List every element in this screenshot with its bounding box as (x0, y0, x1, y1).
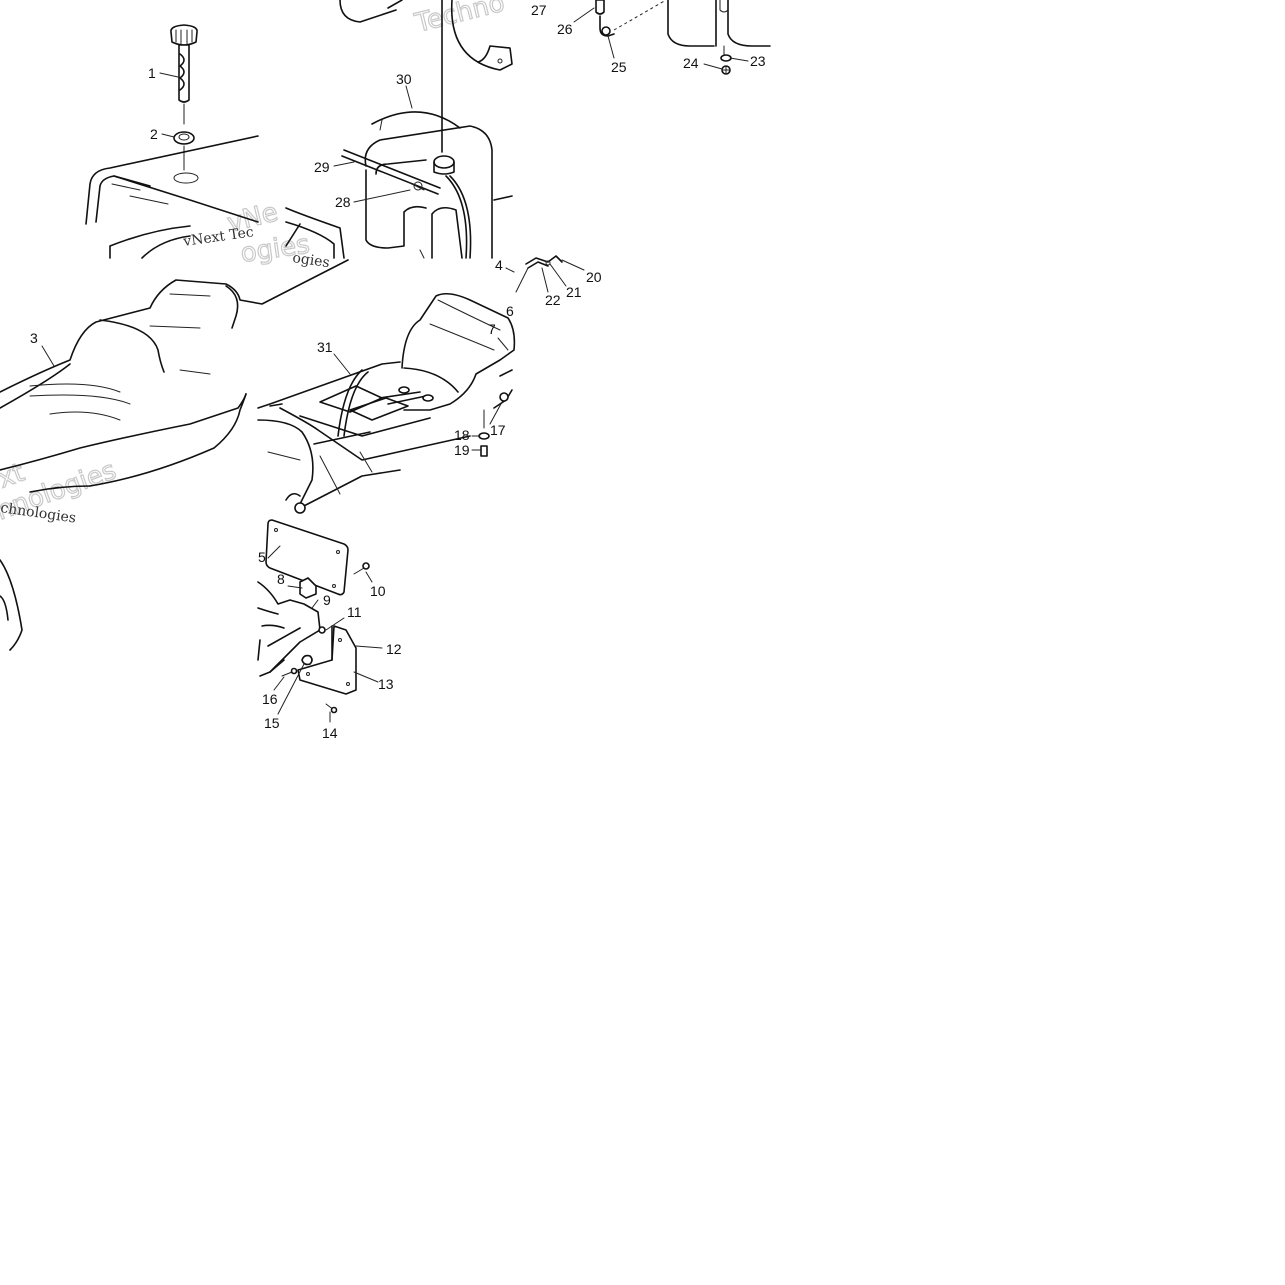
callout-7: 7 (488, 321, 496, 337)
callout-28: 28 (335, 194, 351, 210)
mount-assembly (257, 519, 370, 714)
fuel-fitting-assembly (595, 0, 771, 75)
callout-31: 31 (317, 339, 333, 355)
bracket-assembly (515, 255, 563, 293)
callout-2: 2 (150, 126, 158, 142)
callout-9: 9 (323, 592, 331, 608)
callout-6: 6 (506, 303, 514, 319)
chassis-assembly (257, 292, 516, 514)
callout-16: 16 (262, 691, 278, 707)
oil-tank-assembly (339, 0, 513, 259)
callout-20: 20 (586, 269, 602, 285)
callout-22: 22 (545, 292, 561, 308)
callout-labels: 1 2 3 4 5 6 7 8 9 10 11 12 13 14 15 16 1… (30, 2, 766, 741)
callout-19: 19 (454, 442, 470, 458)
watermarks: Techno vNe vNext Tec ogies ogies xt hnol… (0, 0, 508, 527)
callout-23: 23 (750, 53, 766, 69)
callout-26: 26 (557, 21, 573, 37)
callout-3: 3 (30, 330, 38, 346)
watermark-text: ogies (291, 250, 330, 271)
seat-assembly (0, 259, 349, 651)
callout-5: 5 (258, 549, 266, 565)
callout-18: 18 (454, 427, 470, 443)
callout-25: 25 (611, 59, 627, 75)
callout-13: 13 (378, 676, 394, 692)
callout-30: 30 (396, 71, 412, 87)
leader-lines (41, 7, 749, 723)
callout-11: 11 (347, 604, 362, 620)
callout-8: 8 (277, 571, 285, 587)
callout-24: 24 (683, 55, 699, 71)
callout-29: 29 (314, 159, 330, 175)
callout-4: 4 (495, 257, 503, 273)
callout-10: 10 (370, 583, 386, 599)
callout-14: 14 (322, 725, 338, 741)
callout-27: 27 (531, 2, 547, 18)
callout-15: 15 (264, 715, 280, 731)
fuel-cap-assembly (85, 24, 345, 259)
watermark-text: Techno (411, 0, 507, 39)
callout-1: 1 (148, 65, 156, 81)
callout-21: 21 (566, 284, 582, 300)
callout-17: 17 (490, 422, 506, 438)
callout-12: 12 (386, 641, 402, 657)
